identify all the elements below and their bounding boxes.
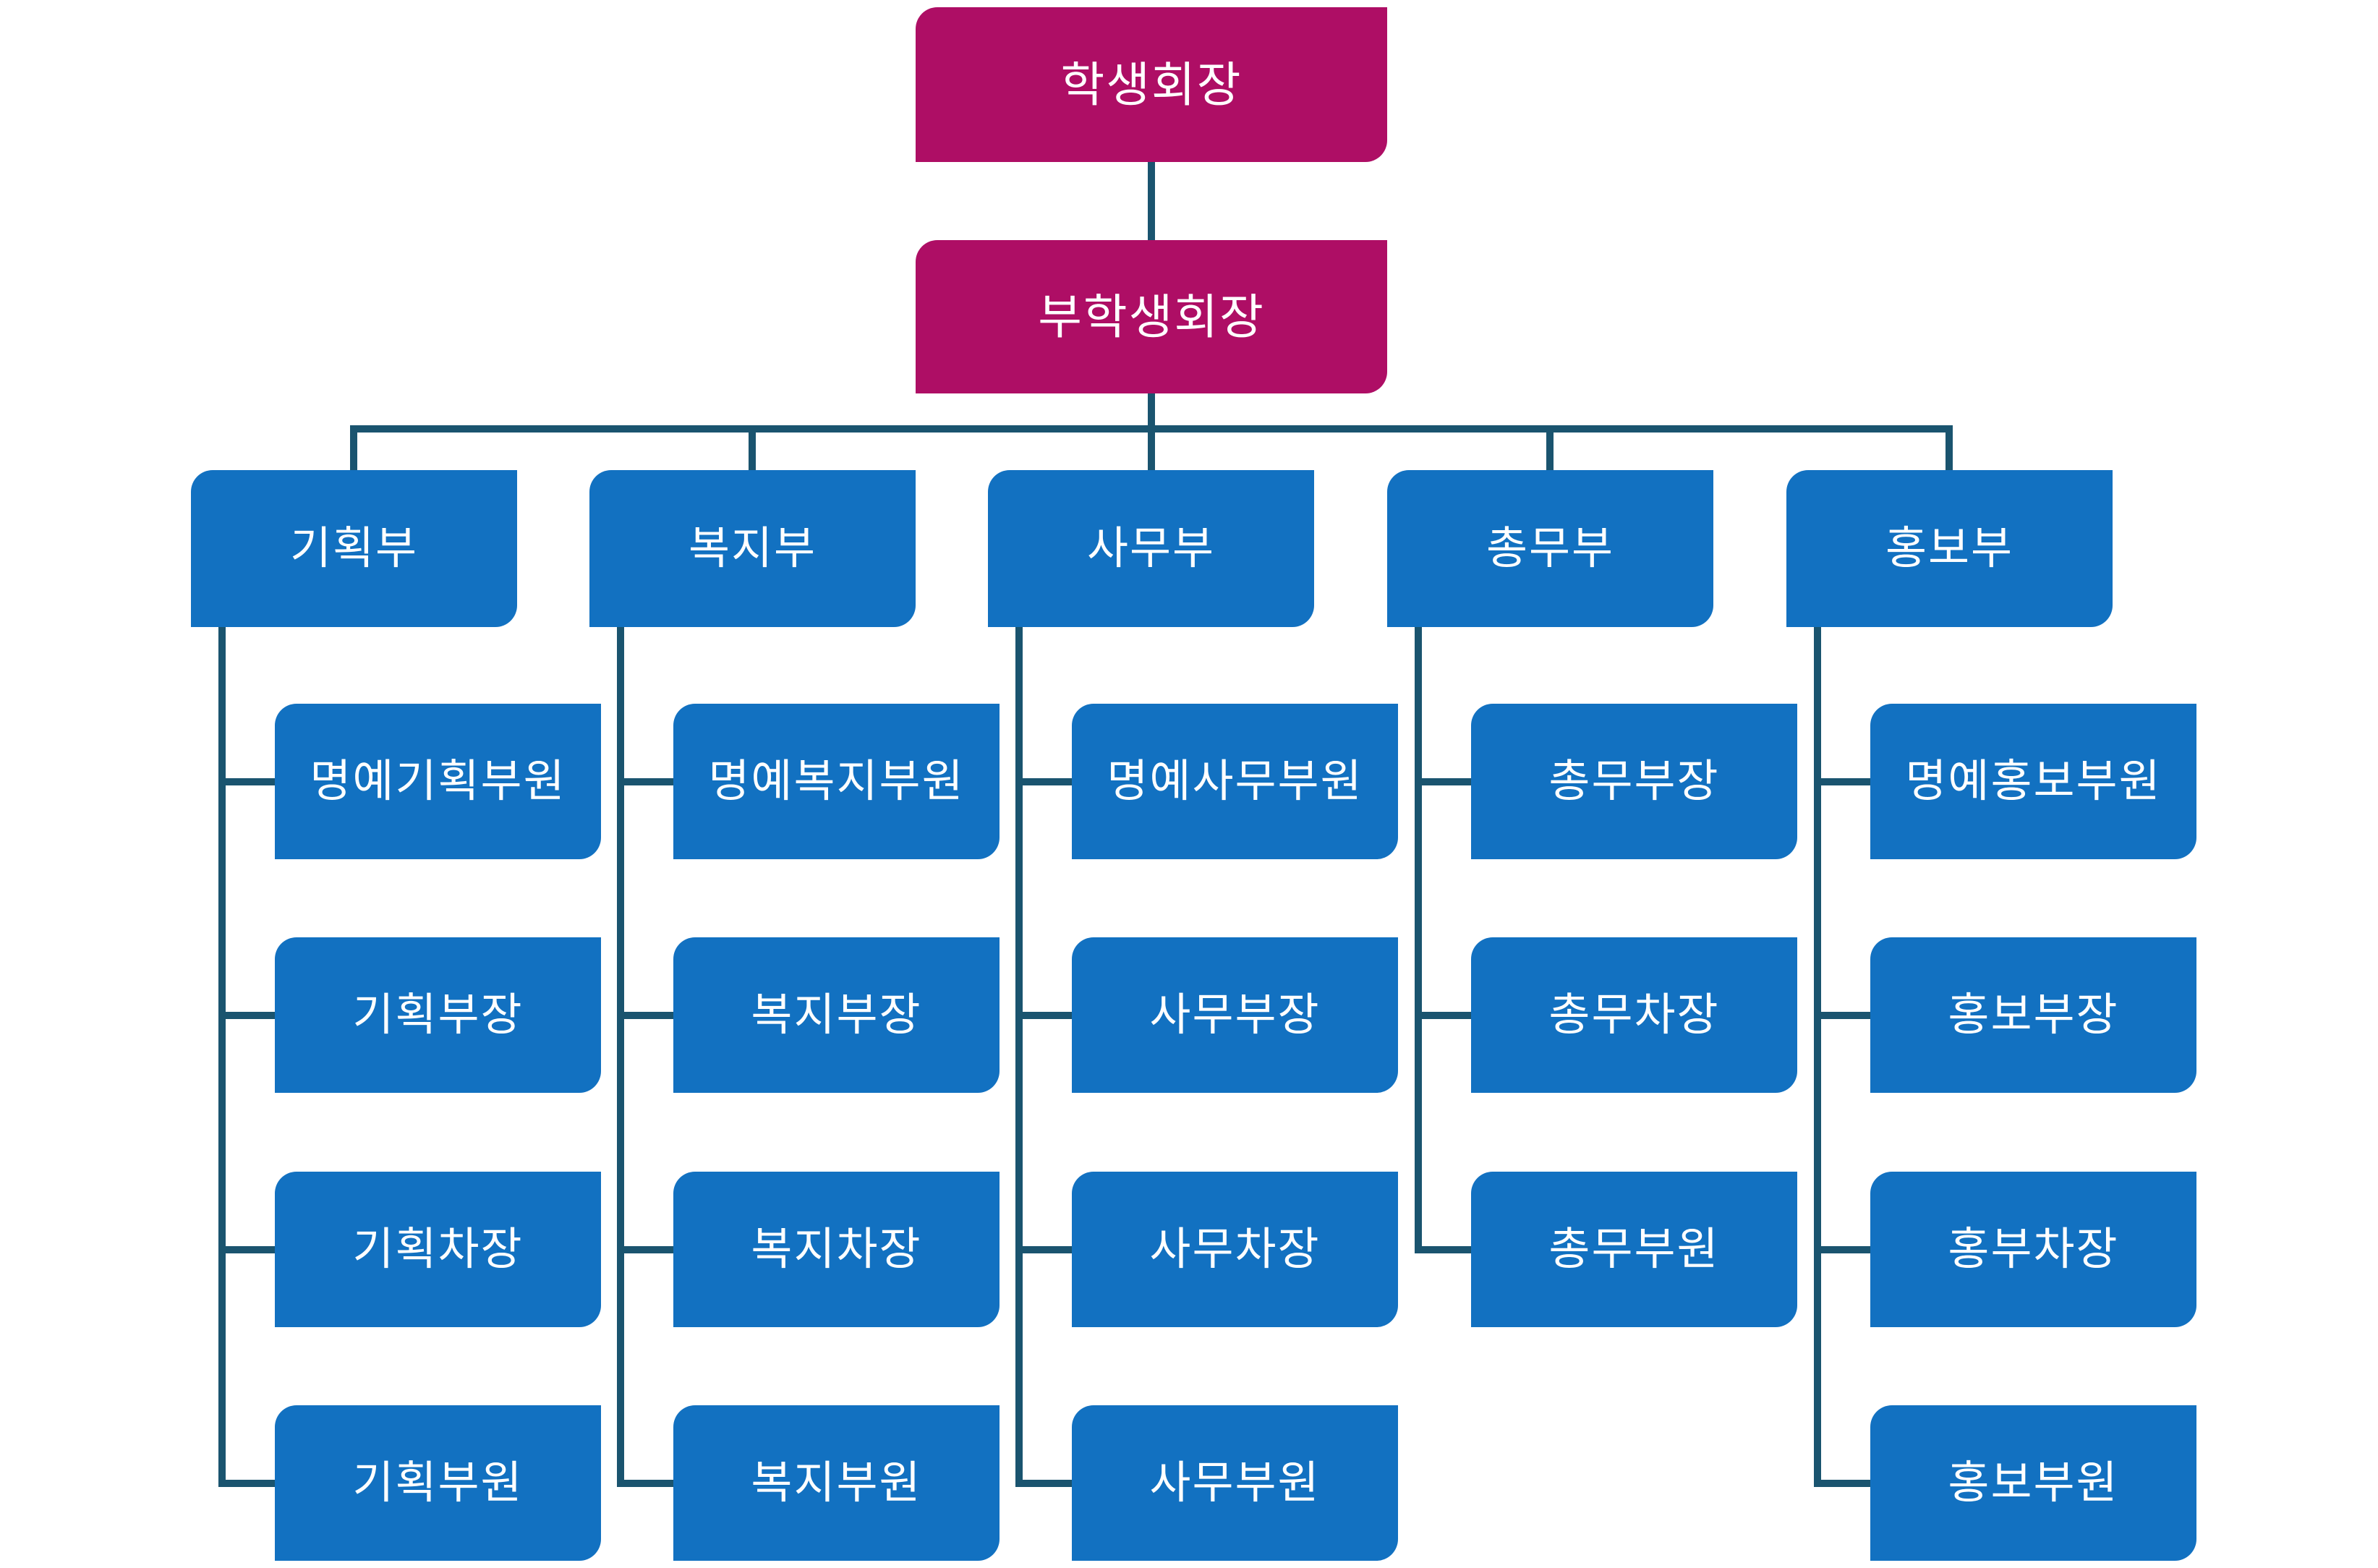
node-student-president: 학생회장 [916,7,1387,162]
node-member-4-0: 명예홍보부원 [1870,704,2196,859]
node-label: 명예복지부원 [708,756,965,806]
node-member-0-3: 기획부원 [275,1405,601,1561]
connector-tick-1-3 [617,1480,673,1487]
node-label: 복지부장 [751,989,922,1040]
connector-tick-4-1 [1814,1012,1870,1019]
connector-tick-1-0 [617,778,673,785]
node-dept-public-relations: 홍보부 [1786,470,2113,627]
connector-tick-3-0 [1415,778,1471,785]
connector-trunk-dept-3 [1415,627,1422,1253]
node-member-4-1: 홍보부장 [1870,937,2196,1093]
node-label: 사무부장 [1149,989,1321,1040]
connector-drop-dept-1 [749,425,756,470]
node-label: 복지부원 [751,1457,922,1508]
connector-trunk-dept-0 [218,627,226,1487]
node-label: 총무부원 [1548,1224,1720,1274]
connector-drop-dept-3 [1546,425,1554,470]
connector-tick-1-1 [617,1012,673,1019]
node-label: 기획부장 [352,989,524,1040]
node-label: 기획부원 [352,1457,524,1508]
node-label: 복지부 [688,523,817,574]
node-label: 명예기획부원 [310,756,566,806]
node-dept-welfare: 복지부 [589,470,916,627]
node-label: 사무차장 [1149,1224,1321,1274]
connector-tick-3-2 [1415,1246,1471,1253]
node-label: 홍보부원 [1948,1457,2119,1508]
connector-drop-dept-2 [1148,425,1155,470]
connector-drop-dept-4 [1946,425,1953,470]
node-dept-general-affairs: 총무부 [1387,470,1713,627]
connector-tick-4-3 [1814,1480,1870,1487]
node-member-2-1: 사무부장 [1072,937,1398,1093]
node-label: 홍부차장 [1948,1224,2119,1274]
node-member-0-2: 기획차장 [275,1172,601,1327]
node-label: 기획차장 [352,1224,524,1274]
connector-vice-to-bus [1148,393,1155,425]
connector-tick-0-2 [218,1246,275,1253]
node-member-3-0: 총무부장 [1471,704,1797,859]
node-dept-office: 사무부 [988,470,1314,627]
node-member-1-0: 명예복지부원 [673,704,1000,859]
node-member-0-1: 기획부장 [275,937,601,1093]
connector-drop-dept-0 [350,425,357,470]
node-member-2-2: 사무차장 [1072,1172,1398,1327]
node-vice-student-president: 부학생회장 [916,240,1387,393]
node-label: 총무부 [1486,523,1615,574]
node-label: 총무부장 [1548,756,1720,806]
connector-tick-0-1 [218,1012,275,1019]
node-member-3-2: 총무부원 [1471,1172,1797,1327]
node-member-4-2: 홍부차장 [1870,1172,2196,1327]
connector-trunk-dept-2 [1015,627,1023,1487]
connector-root-to-vice [1148,162,1155,240]
node-label: 사무부 [1086,523,1216,574]
node-label: 부학생회장 [1038,290,1265,344]
connector-tick-3-1 [1415,1012,1471,1019]
connector-tick-0-0 [218,778,275,785]
node-member-1-1: 복지부장 [673,937,1000,1093]
node-label: 홍보부장 [1948,989,2119,1040]
node-label: 사무부원 [1149,1457,1321,1508]
node-member-3-1: 총무차장 [1471,937,1797,1093]
node-label: 기획부 [289,523,419,574]
node-label: 명예홍보부원 [1905,756,2162,806]
node-member-4-3: 홍보부원 [1870,1405,2196,1561]
node-label: 홍보부 [1885,523,2014,574]
node-dept-planning: 기획부 [191,470,517,627]
connector-tick-2-3 [1015,1480,1072,1487]
connector-tick-4-0 [1814,778,1870,785]
node-label: 명예사무부원 [1107,756,1363,806]
node-member-2-0: 명예사무부원 [1072,704,1398,859]
node-member-1-2: 복지차장 [673,1172,1000,1327]
connector-trunk-dept-1 [617,627,624,1487]
node-member-1-3: 복지부원 [673,1405,1000,1561]
connector-tick-2-0 [1015,778,1072,785]
connector-trunk-dept-4 [1814,627,1821,1487]
node-label: 복지차장 [751,1224,922,1274]
connector-tick-2-1 [1015,1012,1072,1019]
node-member-0-0: 명예기획부원 [275,704,601,859]
connector-tick-1-2 [617,1246,673,1253]
connector-tick-0-3 [218,1480,275,1487]
connector-tick-4-2 [1814,1246,1870,1253]
node-label: 총무차장 [1548,989,1720,1040]
node-member-2-3: 사무부원 [1072,1405,1398,1561]
connector-tick-2-2 [1015,1246,1072,1253]
node-label: 학생회장 [1060,58,1243,111]
